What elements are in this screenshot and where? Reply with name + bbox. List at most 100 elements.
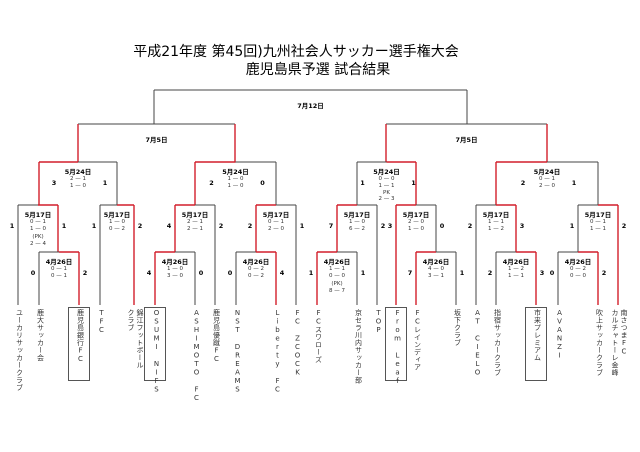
score-first-half: 2 — 1 <box>70 176 86 182</box>
score-second-half: 6 — 2 <box>349 226 365 232</box>
score-first-half: 0 — 1 <box>539 176 555 182</box>
score-right-total: 1 <box>411 179 416 187</box>
score-right-total: 1 <box>360 269 366 277</box>
pk-score: 2 — 3 <box>378 196 395 202</box>
score-second-half: 1 — 0 <box>70 183 86 189</box>
team-name: ASHIMOTO FC <box>192 309 201 403</box>
score-first-half: 1 — 1 <box>488 219 504 225</box>
score-left-total: 2 <box>467 222 473 230</box>
score-first-half: 0 — 1 <box>51 266 67 272</box>
score-left-total: 1 <box>91 222 97 230</box>
score-second-half: 1 — 0 <box>227 183 244 189</box>
match-date: 5月17日 <box>181 211 209 219</box>
score-second-half: 1 — 1 <box>508 273 524 279</box>
score-second-half: 0 — 2 <box>109 226 125 232</box>
score-second-half: 0 — 0 <box>570 273 586 279</box>
score-right-total: 0 <box>198 269 204 277</box>
team-name: 鹿児島銀行FC <box>76 309 85 364</box>
score-second-half: 3 — 1 <box>428 273 444 279</box>
score-right-total: 2 <box>82 269 88 277</box>
score-left-total: 1 <box>308 269 314 277</box>
score-first-half: 2 — 0 <box>408 219 424 225</box>
score-right-total: 2 <box>218 222 224 230</box>
score-right-total: 2 <box>601 269 607 277</box>
score-second-half: 3 — 0 <box>167 273 183 279</box>
team-name: AVANZI <box>555 309 564 360</box>
score-second-half: 2 — 0 <box>539 183 555 189</box>
score-first-half: 0 — 2 <box>570 266 586 272</box>
match-date: 7月5日 <box>145 136 168 144</box>
score-second-half: 0 — 2 <box>248 273 264 279</box>
team-name: 鹿児島優蹴FC <box>212 309 221 364</box>
score-right-total: 2 <box>380 222 386 230</box>
score-first-half: 1 — 0 <box>227 176 244 182</box>
score-right-total: 4 <box>279 269 285 277</box>
match-date: 5月24日 <box>222 168 249 176</box>
match-date: 4月26日 <box>323 258 351 266</box>
team-name: TOP <box>374 309 383 335</box>
score-right-total: 3 <box>519 222 525 230</box>
match-date: 5月24日 <box>533 168 561 176</box>
team-name: FCスワローズ <box>314 309 323 364</box>
match-date: 5月24日 <box>64 168 92 176</box>
team-name: 錦江フットボール クラブ <box>127 309 144 369</box>
score-left-total: 4 <box>146 269 152 277</box>
score-second-half: 1 — 0 <box>408 226 424 232</box>
match-date: 4月26日 <box>45 258 73 266</box>
team-name: OSUMI NIFS <box>152 309 161 394</box>
score-left-total: 2 <box>209 179 214 187</box>
score-right-total: 2 <box>621 222 627 230</box>
score-left-total: 7 <box>407 269 413 277</box>
score-second-half: 0 — 1 <box>51 273 67 279</box>
highlight-box <box>385 307 407 381</box>
score-right-total: 3 <box>539 269 545 277</box>
match-date: 5月24日 <box>373 168 400 176</box>
match-date: 4月26日 <box>161 258 189 266</box>
team-name: FCレインディア <box>413 309 422 371</box>
score-right-total: 1 <box>299 222 305 230</box>
team-name: From Leaf <box>393 309 402 386</box>
match-date: 5月17日 <box>262 211 290 219</box>
score-left-total: 3 <box>387 222 393 230</box>
score-left-total: 1 <box>9 222 15 230</box>
match-date: 4月26日 <box>502 258 530 266</box>
score-second-half: 2 — 0 <box>268 226 284 232</box>
score-left-total: 4 <box>166 222 172 230</box>
team-name: 京セラ川内サッカー部 <box>354 309 363 384</box>
title-line-1: 平成21年度 第45回)九州社会人サッカー選手権大会 <box>133 44 459 60</box>
score-first-half: 0 — 1 <box>30 219 46 225</box>
score-first-half: 1 — 0 <box>109 219 125 225</box>
highlight-box <box>144 307 166 381</box>
score-second-half: 0 — 0 <box>329 273 345 279</box>
match-date: 5月17日 <box>24 211 52 219</box>
score-first-half: 0 — 1 <box>590 219 606 225</box>
team-name: FC ZCOCK <box>293 309 302 377</box>
score-right-total: 1 <box>61 222 67 230</box>
score-left-total: 0 <box>30 269 36 277</box>
score-first-half: 2 — 1 <box>187 219 203 225</box>
score-first-half: 1 — 1 <box>329 266 345 272</box>
score-left-total: 7 <box>328 222 334 230</box>
match-date: 5月17日 <box>343 211 371 219</box>
team-name: 坂下クラブ <box>453 309 462 347</box>
team-name: 鹿大サッカー会 <box>36 309 45 362</box>
score-right-total: 1 <box>459 269 465 277</box>
match-date: 5月17日 <box>482 211 510 219</box>
team-name: TFC <box>97 309 106 335</box>
score-right-total: 2 <box>137 222 143 230</box>
score-second-half: 1 — 1 <box>590 226 606 232</box>
match-date: 5月17日 <box>103 211 131 219</box>
score-left-total: 2 <box>487 269 493 277</box>
team-name: NST DREAMS <box>233 309 242 394</box>
pk-label: (PK) <box>331 281 343 287</box>
match-date: 7月5日 <box>455 136 478 144</box>
score-second-half: 1 — 1 <box>378 183 395 189</box>
score-second-half: 2 — 1 <box>187 226 203 232</box>
team-name: ユーカリサッカークラブ <box>15 309 24 392</box>
score-second-half: 1 — 2 <box>488 226 504 232</box>
team-name: AT CIELO <box>473 309 482 377</box>
pk-score: 2 — 4 <box>30 241 46 247</box>
match-date: 4月26日 <box>564 258 592 266</box>
highlight-box <box>525 307 547 381</box>
